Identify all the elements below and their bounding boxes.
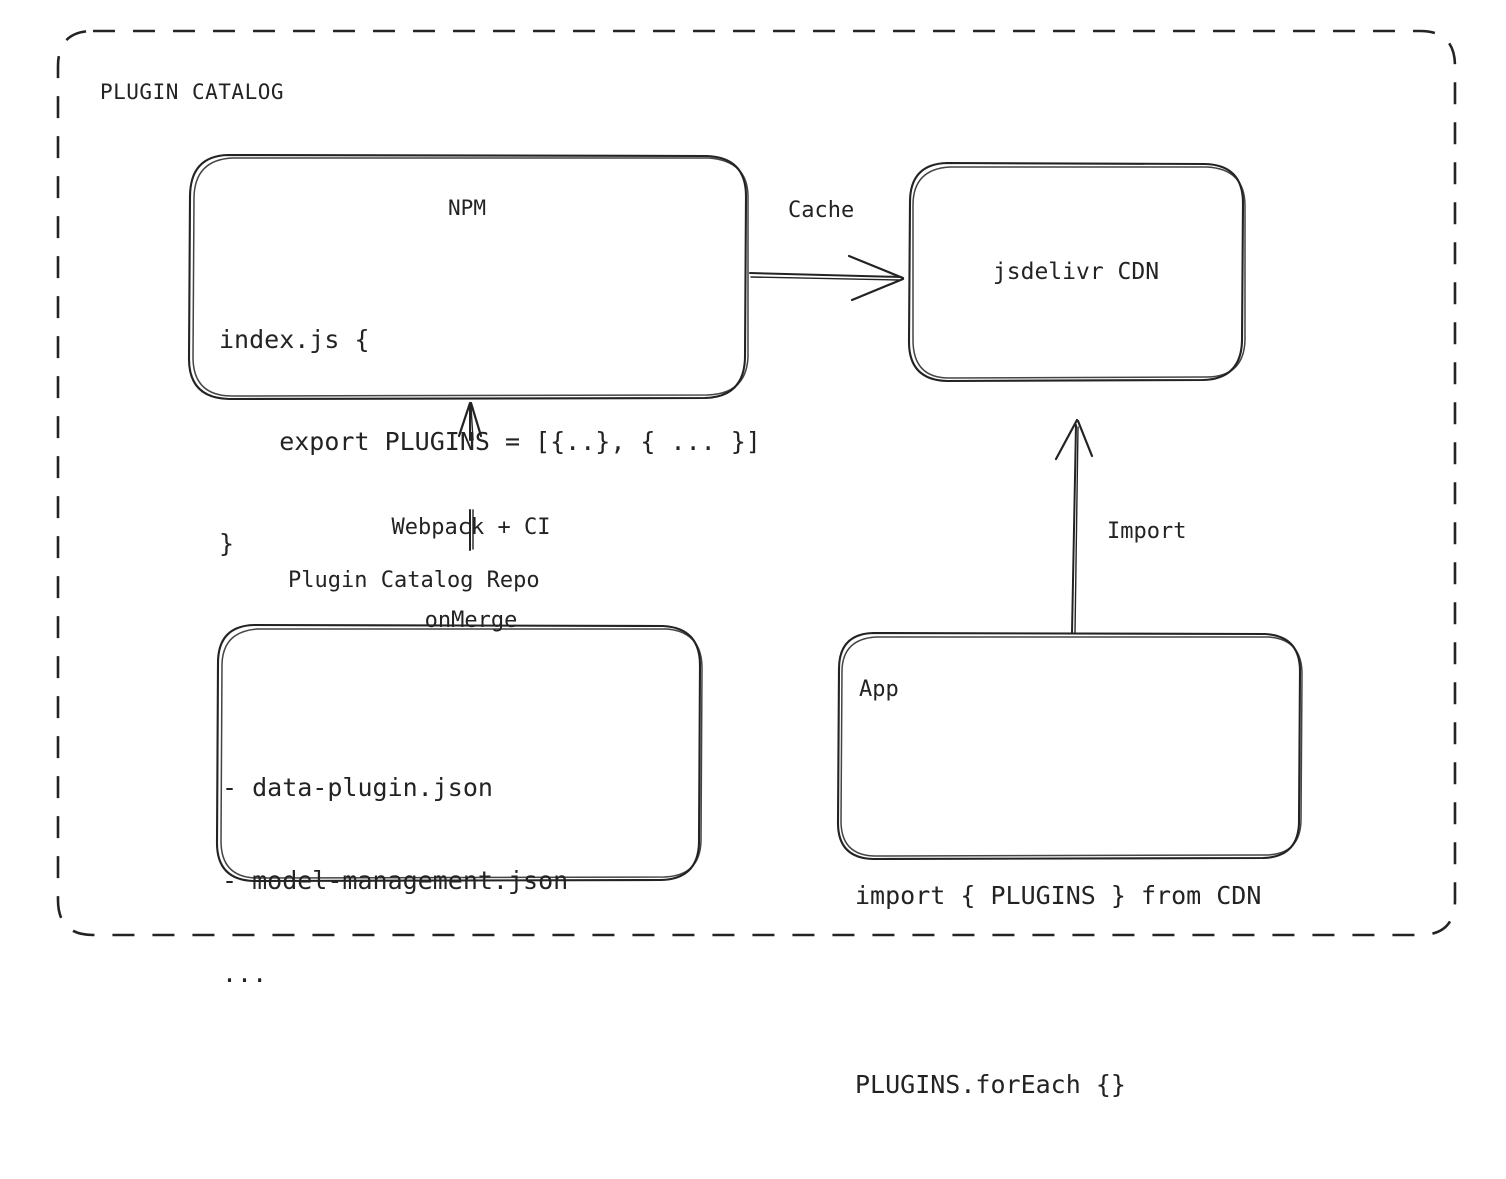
repo-file-item-2: - model-management.json: [222, 866, 569, 895]
edge-label-cache: Cache: [788, 198, 855, 223]
npm-node-code: index.js { export PLUGINS = [{..}, { ...…: [219, 255, 761, 595]
app-box-outline: [836, 631, 1303, 861]
npm-node-title: NPM: [448, 196, 486, 220]
edge-npm-to-cdn: [749, 254, 905, 302]
repo-node-label: Plugin Catalog Repo: [288, 568, 540, 593]
app-node-code: import { PLUGINS } from CDN PLUGINS.forE…: [855, 738, 1261, 1179]
cdn-box-outline: [907, 161, 1246, 383]
repo-file-item-3: ...: [222, 959, 268, 988]
npm-code-line-2: export PLUGINS = [{..}, { ... }]: [219, 427, 761, 456]
app-code-line-1: import { PLUGINS } from CDN: [855, 881, 1262, 910]
app-node-title: App: [859, 677, 899, 702]
repo-file-item-1: - data-plugin.json: [222, 773, 493, 802]
edge-label-import: Import: [1107, 519, 1187, 544]
edge-label-webpack-ci-line-2: onMerge: [424, 608, 518, 633]
edge-repo-to-npm: [457, 401, 483, 551]
repo-box-outline: [215, 623, 703, 883]
cdn-node-title: jsdelivr CDN: [992, 259, 1160, 285]
npm-box-outline: [187, 153, 749, 401]
npm-code-line-1: index.js {: [219, 325, 370, 354]
edge-app-to-cdn: [1054, 418, 1094, 634]
edge-label-webpack-ci-line-1: Webpack + CI: [391, 515, 551, 540]
diagram-canvas: [56, 29, 1457, 937]
app-code-line-2: PLUGINS.forEach {}: [855, 1070, 1126, 1099]
page-title: PLUGIN CATALOG: [100, 80, 285, 104]
npm-code-line-3: }: [219, 529, 235, 558]
edge-label-webpack-ci: Webpack + CI onMerge: [373, 450, 569, 667]
repo-node-file-list: - data-plugin.json - model-management.js…: [222, 710, 568, 1020]
plugin-catalog-frame: [56, 29, 1457, 937]
